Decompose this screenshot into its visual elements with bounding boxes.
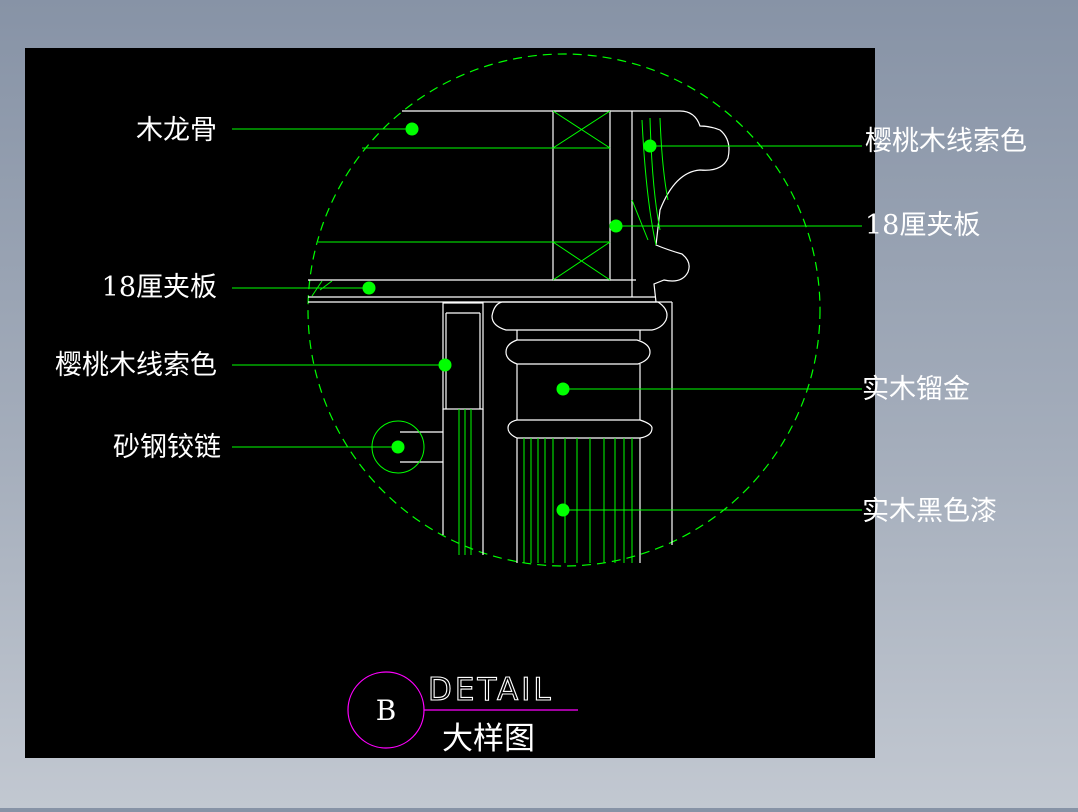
label-plywood-right: 18厘夹板	[865, 210, 980, 241]
leader-marker	[556, 503, 570, 517]
leader-marker	[405, 122, 419, 136]
leader-marker	[643, 139, 657, 153]
detail-letter: B	[376, 694, 397, 727]
detail-boundary-circle	[307, 53, 821, 567]
leaders	[232, 122, 862, 517]
label-gilded-wood: 实木镏金	[862, 374, 970, 405]
drawing-canvas	[25, 48, 875, 758]
section-linework	[308, 110, 730, 563]
label-wood-stud: 木龙骨	[136, 115, 217, 146]
right-labels: 樱桃木线索色 18厘夹板 实木镏金 实木黑色漆	[862, 126, 1027, 527]
hatch-linework	[311, 110, 669, 563]
leader-marker	[391, 440, 405, 454]
label-plywood-left: 18厘夹板	[102, 272, 217, 303]
left-labels: 木龙骨 18厘夹板 樱桃木线索色 砂钢铰链	[55, 115, 221, 463]
label-cherry-moulding-left: 樱桃木线索色	[55, 350, 217, 381]
label-cherry-moulding-right: 樱桃木线索色	[865, 126, 1027, 157]
label-black-lacquer: 实木黑色漆	[862, 496, 997, 527]
label-hinge: 砂钢铰链	[113, 432, 221, 463]
title-block: B DETAIL 大样图	[347, 671, 578, 757]
leader-marker	[362, 281, 376, 295]
leader-marker	[556, 382, 570, 396]
title-english: DETAIL	[428, 672, 554, 708]
leader-marker	[609, 219, 623, 233]
title-chinese: 大样图	[442, 721, 535, 757]
leader-marker	[438, 358, 452, 372]
